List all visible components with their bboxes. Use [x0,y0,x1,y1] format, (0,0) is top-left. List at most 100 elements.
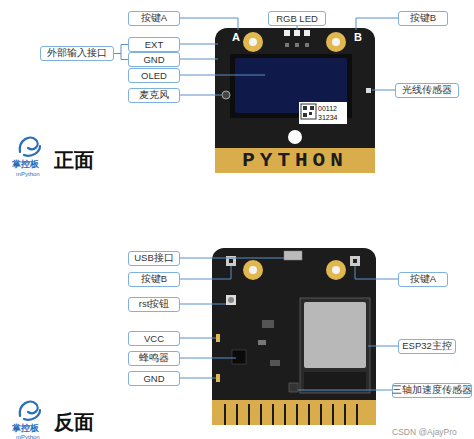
callout-box: ESP32主控 [398,339,456,354]
board-part [212,248,376,425]
board-part [344,404,346,425]
front-board [215,28,375,173]
callout-text: 按键A [141,12,167,25]
board-part [222,91,230,99]
label-text: 反面 [54,412,94,432]
callout-text: GND [143,373,164,384]
callout-text: EXT [145,39,163,50]
board-part [258,340,266,345]
callout-text: rst按钮 [139,298,170,311]
board-part [226,295,236,305]
callout-box: 按键A [398,272,448,287]
board-part [304,30,310,36]
callout-text: VCC [144,333,164,344]
board-part [230,54,352,118]
board-part [284,251,302,260]
board-part [297,26,298,30]
board-part [356,18,398,30]
board-part [180,266,231,279]
board-part [356,404,358,425]
callout-box: 按键B [398,11,448,26]
board-part [216,334,220,342]
callout-text: 外部输入接口 [47,47,107,60]
label-text: mPython [16,171,40,177]
board-part [295,43,299,47]
board-part [303,106,307,110]
board-part [224,404,226,425]
board-part [353,259,357,263]
board-part [180,358,236,359]
board-part [299,102,347,124]
board-part [332,404,334,425]
board-part [228,297,234,303]
board-part [229,259,233,263]
callout-text: 三轴加速度传感器 [392,384,472,397]
board-part [284,404,286,425]
bracket-connector [114,45,128,54]
label-text: mPython [16,434,40,439]
board-part [309,112,312,115]
callout-box: GND [128,371,180,386]
callout-box: VCC [128,331,180,346]
label-text: 00112 [318,105,337,112]
callout-box: 按键A [128,11,180,26]
callout-box: 按键B [128,272,180,287]
callout-box: 蜂鸣器 [128,351,180,366]
board-part [215,28,375,173]
board-part [326,260,346,280]
board-part [285,43,289,47]
board-part [288,130,302,144]
board-part [303,113,307,117]
callout-text: 按键B [141,273,167,286]
board-part [249,266,257,274]
callout-box: GND [128,52,180,67]
label-text: 掌控板 [12,424,39,433]
board-part [301,104,316,119]
board-part [298,390,392,391]
board-part [20,402,38,416]
board-part [216,374,220,382]
leader-lines [180,18,398,390]
callout-box: rst按钮 [128,297,180,312]
board-part [350,256,360,266]
board-part [289,383,298,392]
board-part [180,258,284,259]
logo-icon [20,138,40,420]
label-text: 正面 [54,150,94,170]
board-part [24,146,40,156]
board-part [232,350,246,364]
callout-text: 麦克风 [139,89,169,102]
label-text: 31234 [318,114,337,121]
board-part [20,138,38,152]
board-part [180,304,226,305]
board-part [355,266,398,279]
board-part [236,404,238,425]
board-part [243,32,263,52]
callout-box: USB接口 [128,251,180,266]
board-part [248,404,250,425]
board-part [310,106,314,110]
board-part [260,404,262,425]
callout-text: USB接口 [134,252,174,265]
callout-box: OLED [128,68,180,83]
board-part [215,148,375,173]
board-part [296,404,298,425]
board-part [180,95,222,96]
callout-text: GND [143,54,164,65]
callout-text: 按键B [410,12,436,25]
callout-box: 光线传感器 [395,83,459,98]
label-text: 掌控板 [12,160,39,169]
callout-box: 三轴加速度传感器 [392,383,472,398]
board-part [304,372,366,390]
board-part [326,32,346,52]
board-part [180,378,216,379]
board-part [300,298,370,393]
board-part [180,338,216,339]
board-part [305,43,309,47]
back-board [212,248,376,425]
board-part [320,404,322,425]
watermark: CSDN @AjayPro [392,428,457,437]
board-part [212,400,376,425]
board-part [272,404,274,425]
